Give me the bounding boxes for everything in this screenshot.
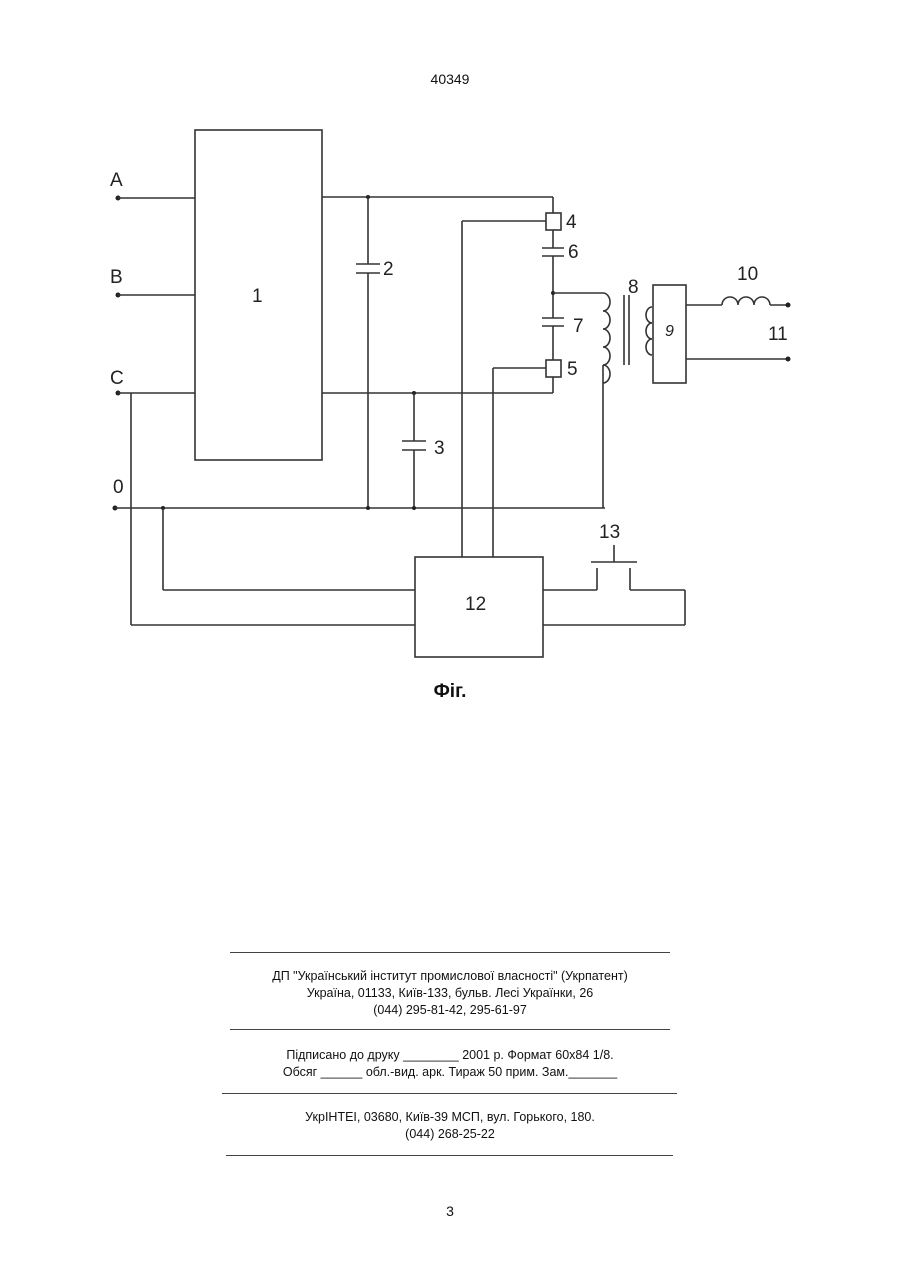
- inductor-10: 10: [722, 264, 770, 305]
- output-11: 11: [768, 324, 788, 345]
- svg-text:5: 5: [567, 359, 578, 380]
- divider-3: [222, 1093, 677, 1094]
- svg-text:A: A: [110, 170, 123, 191]
- switch-4: 4: [546, 212, 577, 233]
- divider-2: [230, 1029, 670, 1030]
- svg-text:13: 13: [599, 522, 620, 543]
- publisher-address: Україна, 01133, Київ-133, бульв. Лесі Ук…: [0, 985, 900, 1002]
- push-button-13: 13: [543, 522, 685, 625]
- terminal-a: A: [110, 170, 195, 201]
- circuit-schematic: 1 A B C 0 2 3: [0, 0, 900, 680]
- printer-address: УкрІНТЕІ, 03680, Київ-39 МСП, вул. Горьк…: [0, 1109, 900, 1126]
- printer-block: УкрІНТЕІ, 03680, Київ-39 МСП, вул. Горьк…: [0, 1109, 900, 1143]
- capacitor-6: 6: [542, 230, 579, 318]
- publisher-name: ДП "Український інститут промислової вла…: [0, 968, 900, 985]
- terminal-zero: 0: [113, 477, 124, 511]
- svg-text:6: 6: [568, 242, 579, 263]
- svg-text:7: 7: [573, 316, 584, 337]
- divider-1: [230, 952, 670, 953]
- switch-5: 5: [546, 359, 578, 380]
- svg-text:C: C: [110, 368, 124, 389]
- print-volume-line: Обсяг ______ обл.-вид. арк. Тираж 50 при…: [0, 1064, 900, 1081]
- page-number-bottom: 3: [0, 1203, 900, 1219]
- publisher-block: ДП "Український інститут промислової вла…: [0, 968, 900, 1019]
- svg-text:4: 4: [566, 212, 577, 233]
- svg-text:0: 0: [113, 477, 124, 498]
- printer-phone: (044) 268-25-22: [0, 1126, 900, 1143]
- svg-text:12: 12: [465, 594, 486, 615]
- print-info-block: Підписано до друку ________ 2001 р. Форм…: [0, 1047, 900, 1081]
- capacitor-7: 7: [542, 316, 584, 360]
- svg-text:B: B: [110, 267, 123, 288]
- transformer-8: 8: [603, 277, 652, 508]
- svg-text:8: 8: [628, 277, 639, 298]
- svg-text:9: 9: [665, 323, 674, 340]
- publisher-phone: (044) 295-81-42, 295-61-97: [0, 1002, 900, 1019]
- svg-text:3: 3: [434, 438, 445, 459]
- figure-caption: Фіг.: [0, 681, 900, 703]
- label-1: 1: [252, 286, 263, 307]
- terminal-c: C: [110, 368, 195, 396]
- print-signed-line: Підписано до друку ________ 2001 р. Форм…: [0, 1047, 900, 1064]
- terminal-b: B: [110, 267, 195, 298]
- block-9: 9: [653, 285, 686, 383]
- divider-4: [226, 1155, 673, 1156]
- capacitor-3: 3: [402, 393, 445, 508]
- control-block-12: 12: [415, 557, 543, 657]
- capacitor-2: 2: [356, 197, 394, 508]
- svg-text:2: 2: [383, 259, 394, 280]
- svg-text:10: 10: [737, 264, 758, 285]
